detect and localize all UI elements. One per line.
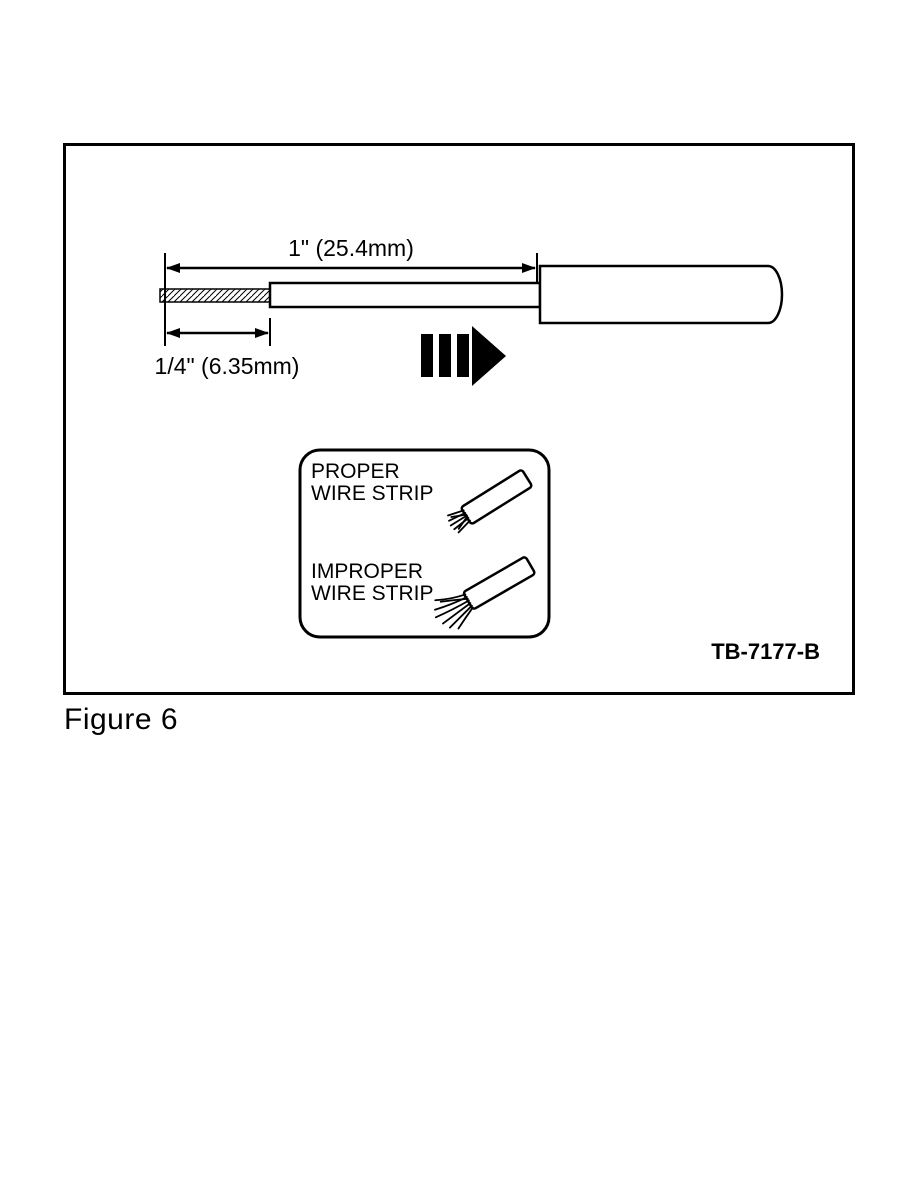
wire-strip-diagram: 1" (25.4mm) 1/4" (6.35mm): [155, 235, 820, 664]
figure-frame: 1" (25.4mm) 1/4" (6.35mm): [63, 143, 855, 695]
bare-wire: [159, 288, 271, 303]
part-number: TB-7177-B: [711, 639, 820, 664]
dimension-1-label: 1" (25.4mm): [288, 235, 414, 261]
improper-wire-illustration: [434, 556, 536, 630]
proper-wire-illustration: [447, 469, 533, 534]
figure-caption: Figure 6: [64, 703, 179, 736]
improper-label-line1: IMPROPER: [311, 560, 423, 583]
dimension-2: 1/4" (6.35mm): [155, 318, 300, 379]
dimension-2-label: 1/4" (6.35mm): [155, 353, 300, 379]
direction-arrow-icon: [421, 326, 506, 386]
callout-box: PROPER WIRE STRIP IMPROPER WIRE STRIP: [298, 448, 551, 639]
dimension-1: 1" (25.4mm): [164, 235, 538, 346]
proper-label-line1: PROPER: [311, 460, 400, 483]
improper-label-line2: WIRE STRIP: [311, 582, 434, 605]
insulated-wire: [268, 281, 542, 309]
proper-label-line2: WIRE STRIP: [311, 482, 434, 505]
cable-sleeve: [538, 264, 784, 325]
